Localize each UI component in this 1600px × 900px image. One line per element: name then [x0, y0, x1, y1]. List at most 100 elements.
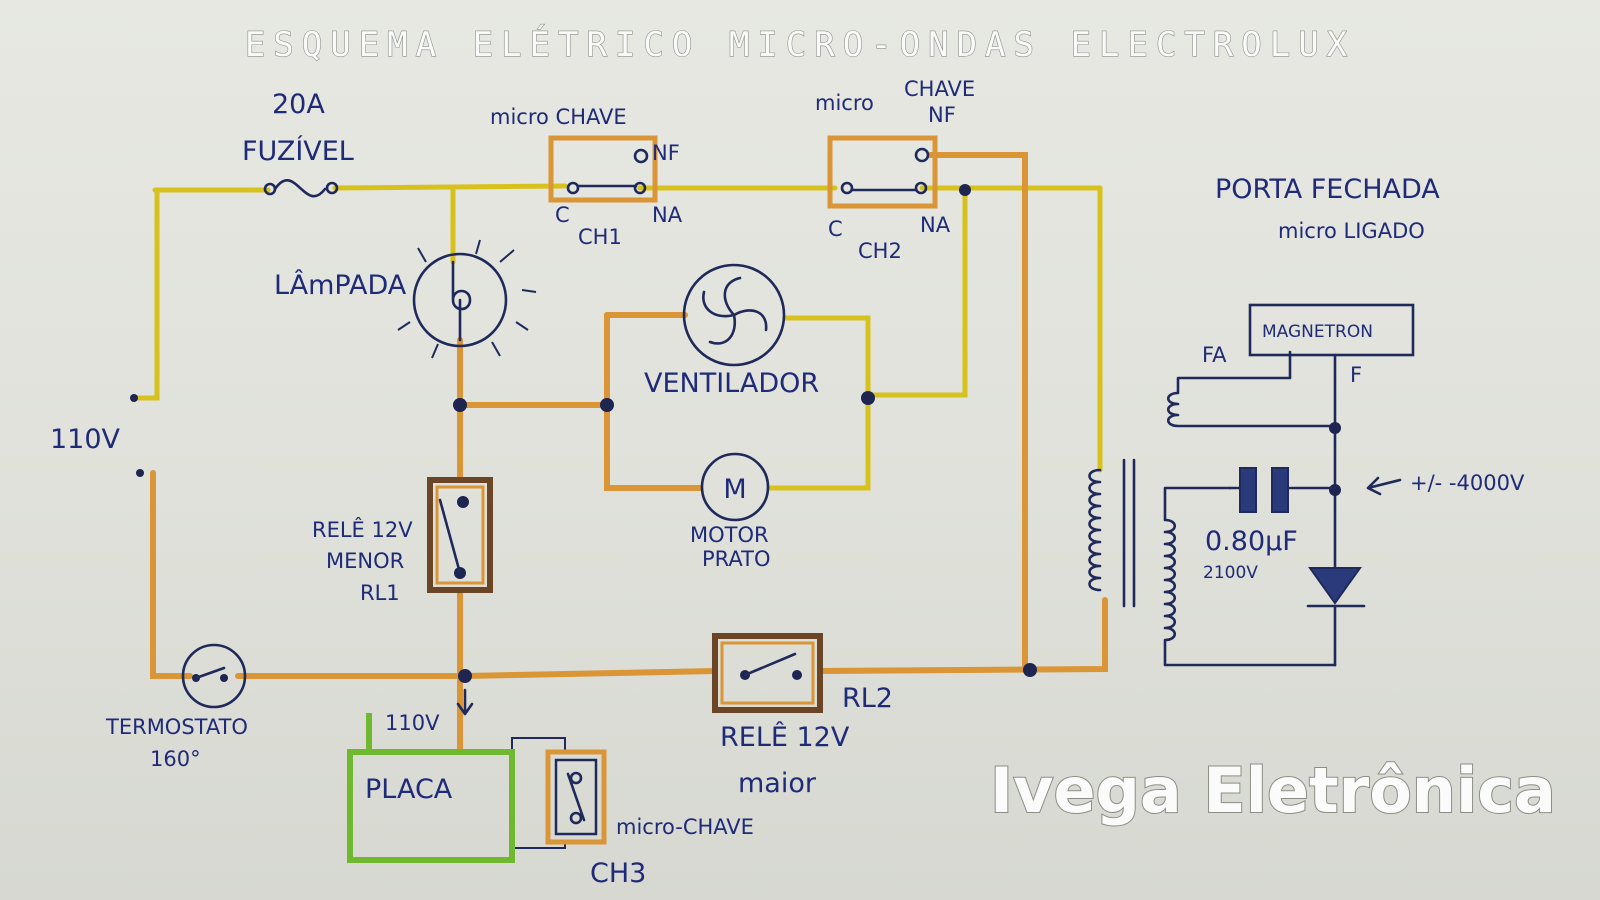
transformer: [1088, 350, 1337, 667]
rl1-inner: [435, 485, 485, 585]
wire-left-neutral: [150, 470, 193, 679]
turntable-motor: M MOTOR PRATO: [690, 452, 771, 571]
terminal-bottom: [136, 469, 144, 477]
label-fa: FA: [1202, 343, 1227, 367]
label-ch1-title: micro CHAVE: [490, 105, 627, 129]
node-fan-right: [861, 391, 875, 405]
label-relay-small-name: RL1: [360, 581, 400, 605]
transformer-core: [1122, 458, 1136, 608]
node-capacitor: [1329, 484, 1341, 496]
label-ch2-c: C: [828, 217, 843, 241]
ch3-terminal-top: [569, 771, 583, 785]
ch2-body: [827, 135, 938, 209]
wire-lamp-bottom: [457, 337, 610, 408]
label-f: F: [1350, 363, 1362, 387]
node-bottom: [458, 669, 472, 683]
lamp-filament: [451, 260, 472, 342]
rl2-switch: [743, 652, 797, 677]
ch2-terminal-c: [840, 181, 854, 195]
label-door-closed: PORTA FECHADA: [1215, 174, 1440, 205]
transformer-secondary: [1163, 486, 1337, 667]
ch1-terminal-na: [633, 181, 647, 195]
thermostat: TERMOSTATO 160°: [105, 643, 248, 771]
wire-ch2-na: [867, 185, 968, 398]
control-board: PLACA 110V: [347, 688, 515, 863]
motor-symbol: M: [723, 474, 746, 505]
rl1-contact-top: [457, 496, 469, 508]
node-magnetron: [1329, 422, 1341, 434]
ch3-terminal-bottom: [569, 811, 583, 825]
label-thermostat-temp: 160°: [150, 747, 201, 771]
ch2-terminal-na: [914, 181, 928, 195]
label-ch2-na: NA: [920, 213, 951, 237]
fuse-symbol: 20A FUZÍVEL: [242, 89, 354, 198]
label-board: PLACA: [365, 774, 453, 805]
label-ch1-nf: NF: [652, 141, 680, 165]
label-lamp: LÂmPADA: [274, 269, 407, 301]
label-ch3-title: micro-CHAVE: [616, 815, 754, 839]
lamp-bulb: [412, 252, 508, 348]
capacitor-plate-left: [1239, 467, 1257, 513]
thermostat-contact-right: [220, 674, 228, 682]
relay-rl2: RL2 RELÊ 12V maior: [712, 633, 1037, 799]
ch3-inner: [554, 758, 598, 836]
rl1-switch: [438, 498, 462, 575]
fan: VENTILADOR: [600, 263, 875, 412]
wire-fan-motor-right: [767, 315, 871, 491]
board-body: [347, 749, 515, 863]
label-capacitor-value: 0.80µF: [1205, 526, 1298, 557]
label-input-voltage: 110V: [50, 424, 121, 455]
microswitch-ch1: micro CHAVE NF C NA CH1: [490, 105, 683, 249]
label-ch2-title-b: CHAVE: [904, 77, 975, 101]
ch2-terminal-nf: [914, 147, 930, 163]
rl2-inner: [720, 641, 815, 705]
rl2-body: [712, 633, 823, 713]
ch1-body: [548, 135, 658, 203]
magnetron-box: [1248, 303, 1415, 357]
label-fuse: FUZÍVEL: [242, 135, 354, 167]
label-relay-big-size: maior: [738, 768, 817, 799]
ch1-terminal-c: [566, 181, 580, 195]
relay-rl1: RELÊ 12V MENOR RL1: [312, 477, 493, 605]
door-note: PORTA FECHADA micro LIGADO: [1215, 174, 1440, 243]
label-fuse-rating: 20A: [272, 89, 325, 120]
lamp: LÂmPADA: [274, 239, 537, 412]
ch3-switch: [566, 772, 586, 822]
lamp-rays: [397, 239, 537, 359]
label-ch3-name: CH3: [590, 858, 646, 889]
label-relay-small-size: MENOR: [326, 549, 404, 573]
label-magnetron: MAGNETRON: [1262, 322, 1373, 342]
motor-circle: [700, 452, 770, 522]
diode-bar: [1306, 604, 1366, 667]
fan-blades: [702, 276, 768, 345]
label-motor: MOTOR: [690, 523, 769, 547]
wire-rl2-transformer: [817, 597, 1108, 674]
label-ch1-c: C: [555, 203, 570, 227]
thermostat-switch: [194, 666, 226, 680]
ch1-terminal-nf: [633, 148, 649, 164]
label-motor-plate: PRATO: [702, 547, 771, 571]
label-hv-voltage: +/- -4000V: [1410, 471, 1525, 495]
fan-circle: [682, 263, 786, 367]
node-fan-left: [600, 398, 614, 412]
label-ch2-name: CH2: [858, 239, 902, 263]
wire-ch2-nf: [927, 152, 1028, 672]
wire-motor-left: [604, 312, 703, 491]
wire-bottom-neutral: [235, 668, 718, 679]
node-lamp: [453, 398, 467, 412]
label-board-feed: 110V: [385, 711, 440, 735]
wire-top-fuse-ch1: [332, 183, 568, 191]
ch3-body: [545, 749, 607, 845]
board-arrow: [456, 688, 474, 716]
label-ch1-na: NA: [652, 203, 683, 227]
diode-symbol: [1308, 567, 1362, 605]
label-thermostat: TERMOSTATO: [105, 715, 248, 739]
rl2-contact-right: [792, 670, 802, 680]
fuse-element: [273, 179, 327, 198]
microswitch-ch2: micro CHAVE NF C NA CH2: [815, 77, 975, 263]
node-ch2-na: [959, 184, 971, 196]
terminal-top: [130, 394, 138, 402]
transformer-primary: [1088, 468, 1102, 592]
